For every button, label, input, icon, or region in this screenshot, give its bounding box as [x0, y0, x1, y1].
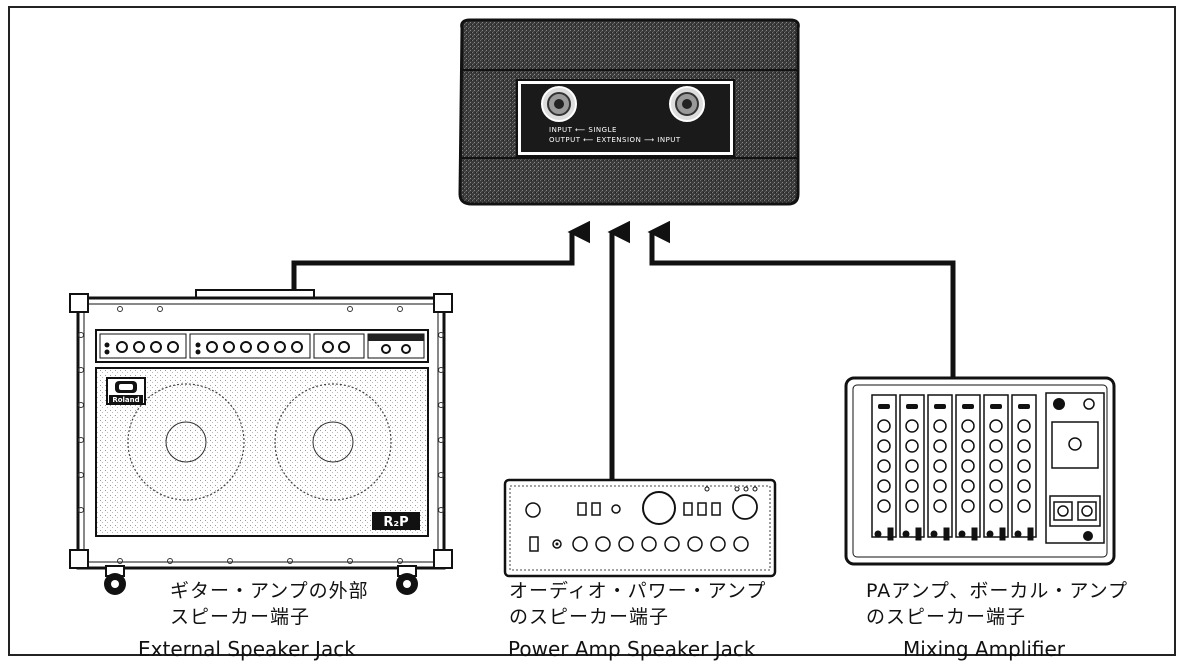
extension-input-jack	[669, 86, 705, 122]
connection-lines	[291, 220, 956, 488]
power-amp-label-en: Power Amp Speaker Jack	[508, 637, 756, 661]
roland-logo: Roland	[106, 377, 146, 405]
power-amp-caption: オーディオ・パワー・アンプ のスピーカー端子	[509, 578, 766, 630]
volume-knob	[642, 491, 676, 525]
guitar-amp-caption: ギター・アンプの外部 スピーカー端子	[170, 578, 369, 630]
panel-label-single: INPUT ⟵ SINGLE	[549, 126, 617, 134]
guitar-amp: Roland R₂P	[69, 289, 453, 595]
mixer-channels	[871, 394, 1037, 538]
single-input-jack	[541, 86, 577, 122]
mixing-amp-cable	[647, 220, 956, 378]
amp-grille	[95, 367, 429, 537]
model-badge-text: R₂P	[383, 515, 408, 530]
power-amp-label-jp-line1: オーディオ・パワー・アンプ	[509, 580, 767, 602]
mixing-amp	[844, 376, 1116, 566]
power-amp-label-jp-line2: のスピーカー端子	[509, 606, 670, 628]
amp-casters	[104, 565, 418, 595]
panel-label-extension: OUTPUT ⟵ EXTENSION ⟶ INPUT	[549, 136, 681, 144]
amp-control-panel	[95, 329, 429, 363]
guitar-amp-label-en: External Speaker Jack	[138, 637, 356, 661]
roland-logo-text: Roland	[112, 396, 139, 404]
speaker-cabinet: INPUT ⟵ SINGLE OUTPUT ⟵ EXTENSION ⟶ INPU…	[458, 18, 800, 206]
amp-speakers	[127, 383, 392, 501]
guitar-amp-label-jp-line2: スピーカー端子	[170, 606, 311, 628]
diagram-frame	[8, 6, 1176, 656]
guitar-amp-cable	[291, 220, 590, 300]
guitar-amp-label-jp-line1: ギター・アンプの外部	[170, 580, 369, 602]
mixing-amp-label-jp-line2: のスピーカー端子	[866, 606, 1027, 628]
mixing-amp-caption: PAアンプ、ボーカル・アンプ のスピーカー端子	[866, 578, 1128, 630]
mixing-amp-label-en: Mixing Amplifier	[903, 637, 1066, 661]
power-amp	[503, 478, 777, 578]
mixing-amp-label-jp-line1: PAアンプ、ボーカル・アンプ	[866, 580, 1129, 602]
model-badge: R₂P	[372, 512, 420, 530]
mixer-master-section	[1045, 392, 1105, 544]
